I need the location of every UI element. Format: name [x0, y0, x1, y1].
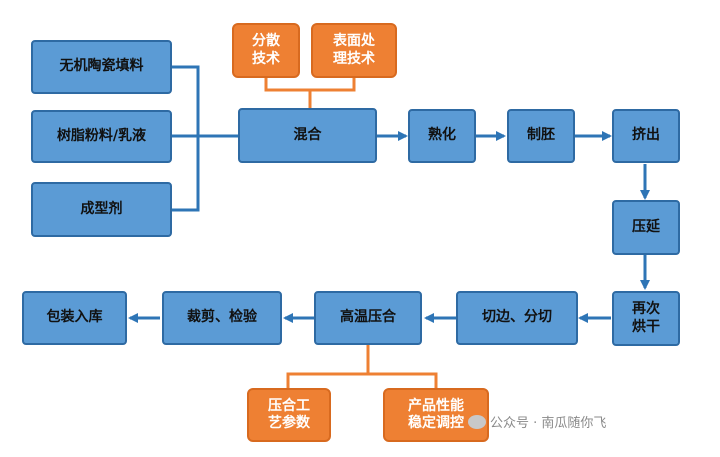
node-perf-control: 产品性能 稳定调控: [383, 388, 489, 442]
node-aging-label: 熟化: [428, 127, 456, 144]
node-redry: 再次 烘干: [612, 291, 680, 346]
node-billet: 制胚: [507, 109, 575, 163]
wechat-icon: [468, 414, 486, 429]
node-forming-agent-label: 成型剂: [80, 200, 123, 217]
node-perf-control-label: 产品性能 稳定调控: [408, 397, 464, 432]
node-forming-agent: 成型剂: [31, 182, 172, 237]
node-press-params: 压合工 艺参数: [247, 388, 331, 442]
node-cut-inspect-label: 裁剪、检验: [187, 309, 257, 326]
params-connector: [286, 345, 438, 388]
node-surface-tech-label: 表面处 理技术: [333, 33, 375, 67]
node-ceramic-filler: 无机陶瓷填料: [31, 40, 172, 94]
node-pack-store: 包装入库: [22, 291, 127, 345]
node-dispersion-tech-label: 分散 技术: [252, 33, 280, 67]
node-extrude-label: 挤出: [632, 127, 660, 144]
node-mixing-label: 混合: [293, 126, 322, 143]
input-bracket: [172, 65, 200, 212]
watermark-text: 公众号 · 南瓜随你飞: [490, 416, 607, 431]
node-surface-tech: 表面处 理技术: [311, 23, 397, 78]
node-pack-store-label: 包装入库: [46, 309, 103, 326]
node-hot-press-label: 高温压合: [340, 309, 396, 326]
node-aging: 熟化: [408, 109, 476, 163]
node-trim-slit-label: 切边、分切: [482, 309, 552, 326]
node-mixing: 混合: [238, 108, 377, 163]
node-hot-press: 高温压合: [314, 291, 422, 345]
watermark: 公众号 · 南瓜随你飞: [468, 412, 606, 431]
node-resin-powder: 树脂粉料/乳液: [31, 110, 172, 163]
node-redry-label: 再次 烘干: [632, 301, 660, 335]
node-billet-label: 制胚: [527, 127, 555, 144]
node-dispersion-tech: 分散 技术: [232, 23, 300, 78]
node-press-params-label: 压合工 艺参数: [268, 397, 310, 432]
node-ceramic-filler-label: 无机陶瓷填料: [59, 58, 144, 75]
node-trim-slit: 切边、分切: [456, 291, 578, 345]
node-extrude: 挤出: [612, 109, 680, 163]
node-calender: 压延: [612, 200, 680, 255]
node-calender-label: 压延: [632, 218, 660, 235]
tech-connector: [264, 78, 356, 108]
node-cut-inspect: 裁剪、检验: [162, 291, 282, 345]
node-resin-powder-label: 树脂粉料/乳液: [56, 127, 147, 144]
